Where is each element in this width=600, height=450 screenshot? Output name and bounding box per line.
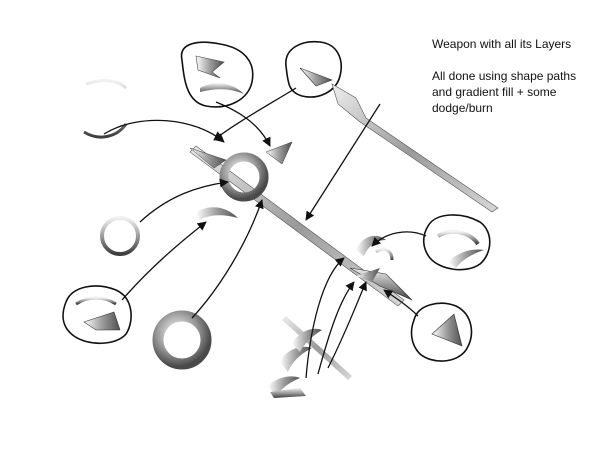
upper-claw-arc-icon bbox=[200, 83, 244, 94]
annotation-title: Weapon with all its Layers bbox=[432, 36, 598, 52]
large-ring-piece bbox=[158, 316, 206, 364]
bubble-upper-claw bbox=[182, 42, 253, 107]
assembled-weapon bbox=[190, 142, 412, 306]
bubble-lower-claw bbox=[63, 286, 131, 343]
lower-claw-arc-icon bbox=[76, 298, 116, 304]
annotation-line-2: and gradient fill + some bbox=[432, 84, 598, 100]
loose-curve-piece bbox=[84, 81, 126, 138]
left-curved-blades-piece bbox=[268, 316, 352, 398]
annotation-text: Weapon with all its Layers All done usin… bbox=[432, 36, 598, 116]
right-hook-arc-icon bbox=[438, 232, 478, 244]
annotation-line-1: All done using shape paths bbox=[432, 68, 598, 84]
tip-blade-piece-icon bbox=[432, 314, 462, 346]
spear-tip-piece-icon bbox=[300, 68, 332, 86]
small-ring-piece bbox=[102, 218, 138, 254]
annotation-line-3: dodge/burn bbox=[432, 100, 598, 116]
upper-claw-piece-icon bbox=[196, 56, 224, 78]
lower-claw-piece-icon bbox=[84, 312, 120, 330]
